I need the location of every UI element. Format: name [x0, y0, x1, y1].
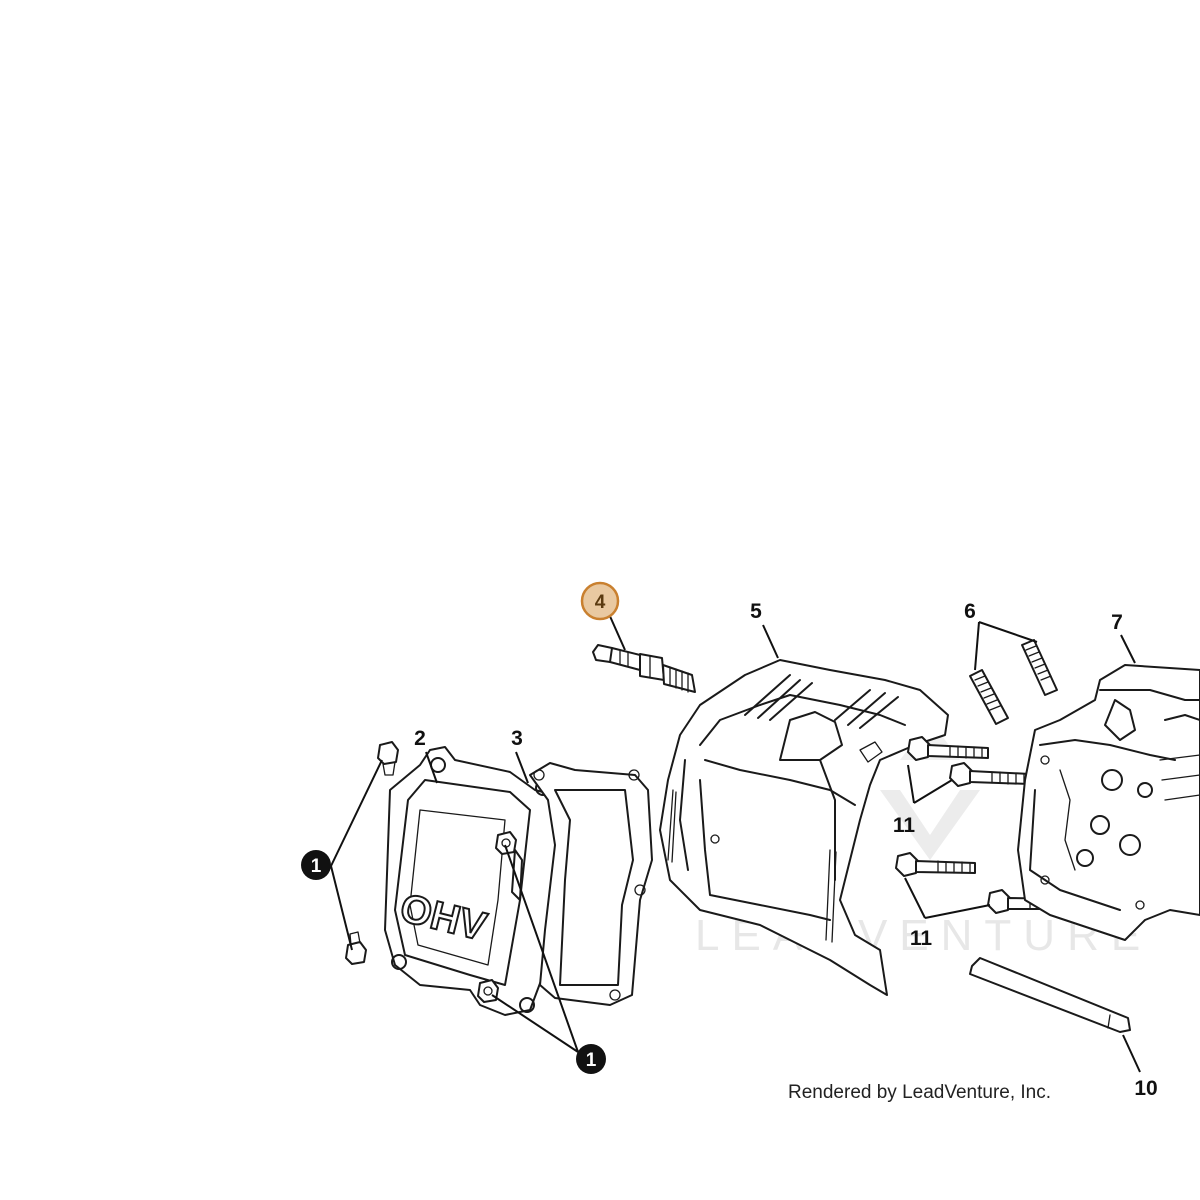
- cylinder-shroud[interactable]: [659, 659, 949, 996]
- head-bolt[interactable]: [949, 762, 1031, 787]
- studs[interactable]: [969, 639, 1058, 725]
- callout-1-left[interactable]: 1: [301, 850, 331, 880]
- callout-10[interactable]: 10: [1134, 1077, 1157, 1100]
- valve-cover-gasket[interactable]: [529, 762, 653, 1006]
- callout-5[interactable]: 5: [750, 600, 762, 623]
- stud[interactable]: [1021, 639, 1058, 696]
- cover-bolt[interactable]: [495, 831, 517, 855]
- callout-11-upper[interactable]: 11: [893, 814, 916, 837]
- valve-cover[interactable]: OHV: [384, 746, 561, 1016]
- push-rod[interactable]: [969, 957, 1131, 1033]
- callout-4-highlighted[interactable]: 4: [580, 581, 620, 621]
- callout-4-text: 4: [595, 592, 606, 613]
- callout-1-right[interactable]: 1: [576, 1044, 606, 1074]
- spark-plug[interactable]: [592, 644, 696, 693]
- callout-11-lower[interactable]: 11: [910, 927, 933, 950]
- cover-bolt[interactable]: [477, 979, 499, 1003]
- cylinder-head[interactable]: [1017, 664, 1200, 941]
- callout-3[interactable]: 3: [511, 727, 523, 750]
- callout-1-text: 1: [586, 1050, 597, 1071]
- head-bolt[interactable]: [907, 736, 989, 761]
- stud[interactable]: [969, 669, 1009, 725]
- cover-bolt[interactable]: [377, 741, 399, 776]
- callout-6[interactable]: 6: [964, 600, 976, 623]
- callout-1-text: 1: [311, 856, 322, 877]
- leader-lines: [330, 613, 1141, 1073]
- head-bolt[interactable]: [895, 852, 976, 877]
- callout-2[interactable]: 2: [414, 727, 426, 750]
- callout-7[interactable]: 7: [1111, 611, 1123, 634]
- footer-credit: Rendered by LeadVenture, Inc.: [788, 1082, 1051, 1103]
